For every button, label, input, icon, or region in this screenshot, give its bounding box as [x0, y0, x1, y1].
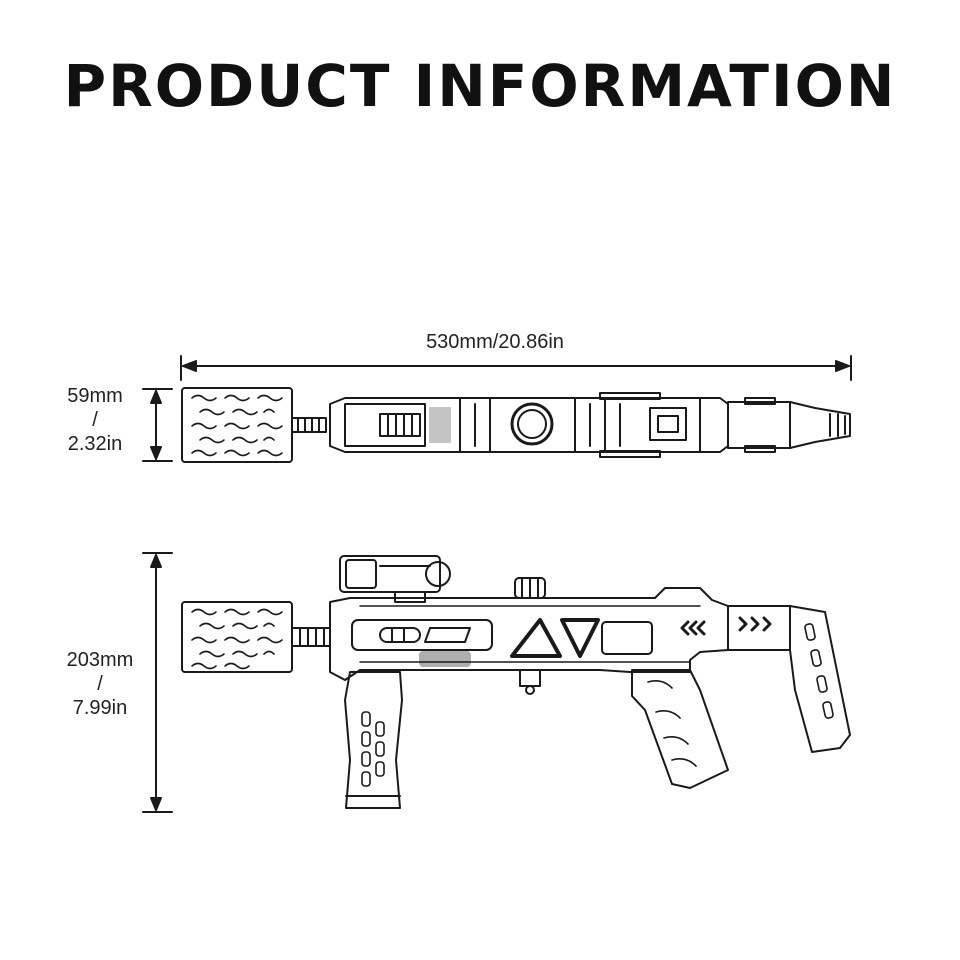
side-front-grip — [344, 671, 403, 809]
top-button — [649, 407, 687, 441]
side-height-dimension-line — [142, 552, 173, 813]
top-view-height-label: 59mm / 2.32in — [40, 384, 150, 456]
top-height-separator: / — [92, 409, 98, 431]
side-canister-pattern — [191, 608, 283, 670]
top-height-dimension-line — [142, 388, 173, 462]
top-canister-pattern — [191, 394, 283, 457]
side-height-separator: / — [97, 673, 103, 695]
side-receiver — [329, 587, 729, 681]
length-dimension-line — [180, 355, 852, 381]
page-title: PRODUCT INFORMATION — [63, 52, 897, 120]
length-dimension-label: 530mm/20.86in — [426, 331, 564, 353]
side-view-drawing — [181, 555, 851, 809]
side-pistol-grip — [631, 669, 729, 789]
top-front-section — [344, 403, 426, 447]
side-flashlight — [339, 555, 451, 603]
side-height-imperial: 7.99in — [72, 697, 128, 719]
top-view-drawing — [181, 387, 851, 463]
top-dial — [510, 402, 554, 446]
side-slot-window — [351, 619, 493, 651]
side-trigger-housing — [519, 669, 541, 687]
side-stock — [727, 605, 851, 753]
top-height-imperial: 2.32in — [67, 433, 123, 455]
top-connector — [291, 417, 327, 433]
side-view-height-label: 203mm / 7.99in — [40, 648, 160, 720]
side-chevrons — [680, 620, 706, 636]
top-height-metric: 59mm — [67, 385, 123, 407]
side-emblem — [510, 618, 562, 658]
top-stock — [727, 401, 851, 449]
side-height-metric: 203mm — [66, 649, 134, 671]
